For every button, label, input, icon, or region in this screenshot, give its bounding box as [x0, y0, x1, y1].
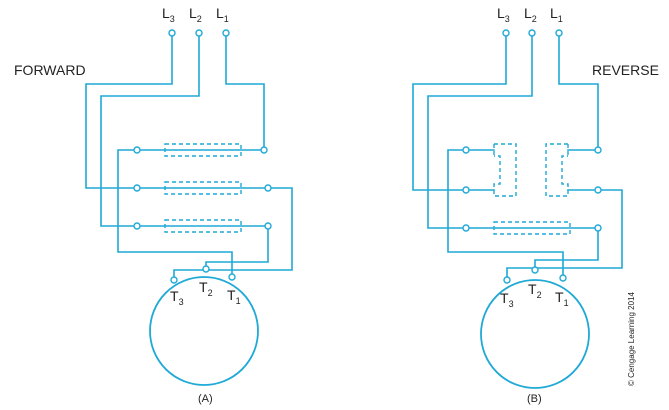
line-label-l2: L2	[524, 5, 537, 24]
contact-top	[164, 143, 242, 157]
motor-b	[480, 279, 590, 389]
terminal-middle-left	[133, 184, 141, 192]
wire-l3-to-middle-left	[412, 32, 507, 191]
caption-b: (B)	[527, 393, 542, 405]
motor-terminal-t2	[531, 266, 539, 274]
motor-label-t3: T3	[170, 288, 184, 307]
wire-mid-right-to-t3	[506, 189, 623, 281]
line-label-l3: L3	[162, 5, 175, 24]
contact-cross-left	[493, 143, 517, 197]
motor-label-t2: T2	[528, 281, 542, 300]
motor-a	[149, 276, 259, 386]
wire-top-left-to-t1	[117, 149, 233, 277]
terminal-l1	[555, 29, 563, 37]
contact-bottom	[493, 221, 571, 235]
terminal-bottom-left	[462, 224, 470, 232]
line-label-l3: L3	[497, 5, 510, 24]
wire-l3-to-bottom-left	[85, 32, 173, 189]
diagram-a: L3 L2 L1 FORWARD T3	[14, 5, 293, 405]
terminal-l3	[168, 29, 176, 37]
wire-top-left-to-t1	[447, 149, 564, 278]
wire-l1-to-top-right	[225, 32, 265, 151]
motor-label-t2: T2	[199, 279, 213, 298]
contact-cross-right	[545, 143, 569, 197]
terminal-l2	[528, 29, 536, 37]
contact-bottom	[164, 219, 242, 233]
terminal-middle-left	[462, 186, 470, 194]
terminal-top-left	[133, 146, 141, 154]
motor-label-t1: T1	[227, 287, 241, 306]
terminal-middle-right	[264, 184, 272, 192]
terminal-l1	[222, 29, 230, 37]
line-label-l1: L1	[216, 5, 229, 24]
wire-l1-to-top-right	[558, 32, 599, 151]
terminal-top-left	[462, 146, 470, 154]
wire-l2-to-bottom-left	[100, 32, 200, 227]
wire-l2-to-bottom-left	[427, 32, 533, 229]
terminal-bottom-right	[594, 224, 602, 232]
terminal-bottom-right	[264, 222, 272, 230]
motor-label-t1: T1	[555, 289, 569, 308]
wire-bottom-right-to-t2	[534, 227, 599, 270]
reverse-title: REVERSE	[592, 62, 659, 78]
terminal-top-right	[260, 146, 268, 154]
motor-terminal-t3	[503, 276, 511, 284]
motor-terminal-t1	[228, 273, 236, 281]
contact-middle	[164, 181, 242, 195]
terminal-l3	[502, 29, 510, 37]
motor-terminal-t3	[170, 276, 178, 284]
copyright-notice: © Cengage Learning 2014	[627, 291, 636, 386]
line-label-l2: L2	[189, 5, 202, 24]
motor-terminal-t2	[202, 265, 210, 273]
terminal-l2	[195, 29, 203, 37]
terminal-top-right	[594, 146, 602, 154]
terminal-middle-right	[594, 186, 602, 194]
line-label-l1: L1	[550, 5, 563, 24]
forward-title: FORWARD	[14, 62, 86, 78]
wire-mid-right-to-t3	[173, 187, 293, 281]
caption-a: (A)	[198, 393, 213, 405]
terminal-bottom-left	[133, 222, 141, 230]
motor-terminal-t1	[559, 274, 567, 282]
motor-label-t3: T3	[500, 290, 514, 309]
diagram-b: L3 L2 L1 REVERSE	[412, 5, 659, 405]
